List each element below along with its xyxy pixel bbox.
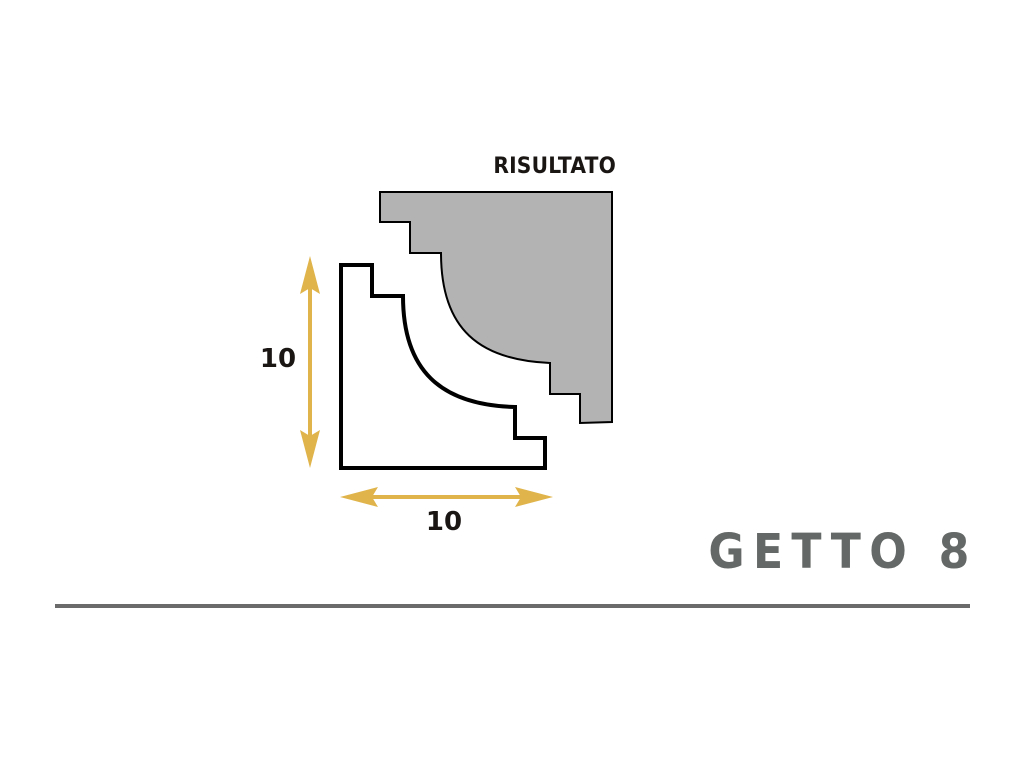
product-title: GETTO 8 <box>708 524 978 580</box>
mold-profile-shape <box>339 263 547 470</box>
vertical-dimension-arrow <box>300 256 320 468</box>
divider-line <box>55 604 970 608</box>
horizontal-dimension-arrow <box>340 487 553 507</box>
horizontal-dimension-label: 10 <box>425 507 463 537</box>
result-profile-shape <box>379 191 613 425</box>
result-label: RISULTATO <box>493 154 616 179</box>
vertical-dimension-label: 10 <box>259 344 297 374</box>
